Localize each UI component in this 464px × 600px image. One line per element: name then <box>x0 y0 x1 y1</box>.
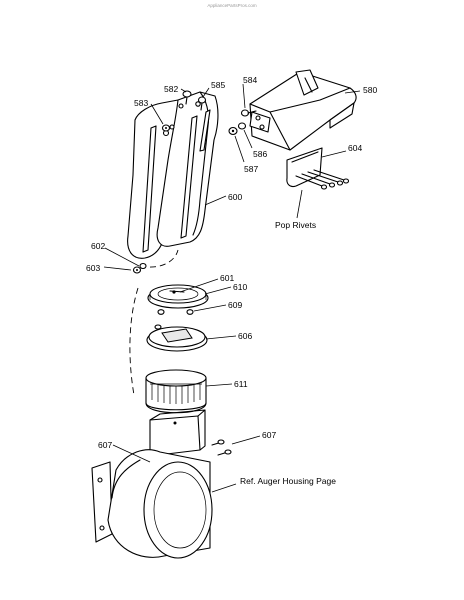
deflector-plate-604 <box>286 147 323 188</box>
label-607-right: 607 <box>262 430 276 440</box>
label-587: 587 <box>244 164 258 174</box>
nut-587 <box>228 126 238 136</box>
label-602: 602 <box>91 241 105 251</box>
label-583: 583 <box>134 98 148 108</box>
label-584: 584 <box>243 75 257 85</box>
label-582: 582 <box>164 84 178 94</box>
label-600: 600 <box>228 192 242 202</box>
nut-602-603 <box>132 262 147 274</box>
lower-spout <box>149 409 206 457</box>
ring-601-610 <box>147 284 209 309</box>
deflector-part-580 <box>249 69 357 151</box>
leader-lines <box>103 83 361 493</box>
pop-rivets <box>295 169 350 219</box>
label-603: 603 <box>86 263 100 273</box>
label-585: 585 <box>211 80 225 90</box>
label-601: 601 <box>220 273 234 283</box>
chute-part-600 <box>127 91 219 268</box>
label-611: 611 <box>234 379 248 389</box>
label-586: 586 <box>253 149 267 159</box>
bolts-607-right <box>211 439 232 456</box>
label-610: 610 <box>233 282 247 292</box>
washer-583 <box>161 124 171 132</box>
label-pop-rivets: Pop Rivets <box>275 220 316 230</box>
washer-586 <box>237 122 247 130</box>
bolt-585 <box>197 96 207 111</box>
bolt-584 <box>240 109 257 117</box>
gear-plate-606 <box>146 324 208 352</box>
label-580: 580 <box>363 85 377 95</box>
label-604: 604 <box>348 143 362 153</box>
label-ref-auger-housing: Ref. Auger Housing Page <box>240 476 336 486</box>
screws-609 <box>157 309 194 315</box>
watermark-text: AppliancePartsPros.com <box>207 3 257 8</box>
label-609: 609 <box>228 300 242 310</box>
label-607-left: 607 <box>98 440 112 450</box>
bolt-582 <box>182 90 192 105</box>
gear-housing-611 <box>145 369 207 414</box>
label-606: 606 <box>238 331 252 341</box>
auger-housing-pipe <box>91 449 213 559</box>
